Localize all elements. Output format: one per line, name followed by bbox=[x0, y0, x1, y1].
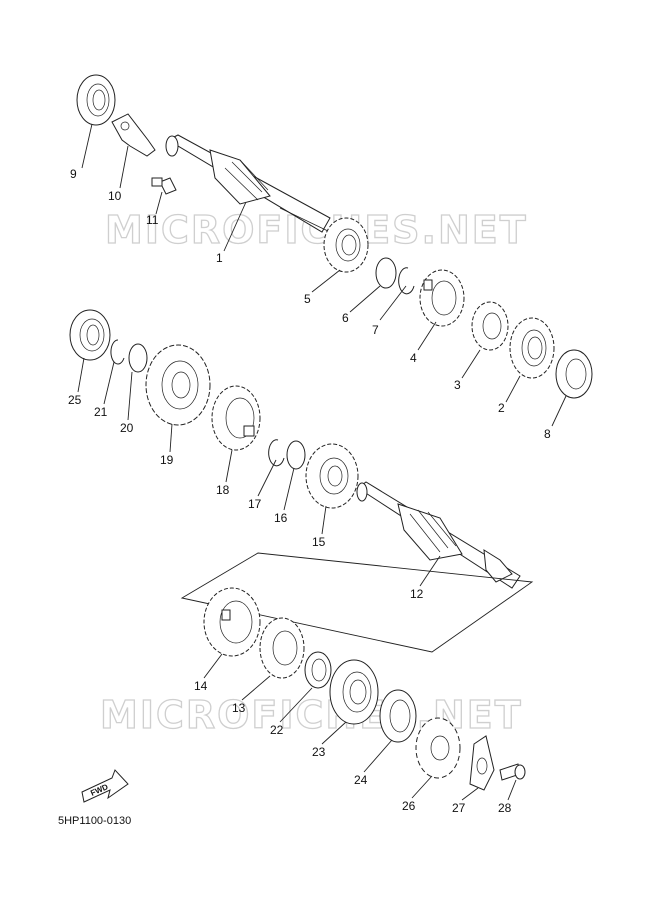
fwd-arrow-icon: FWD bbox=[81, 769, 129, 803]
label-6[interactable]: 6 bbox=[342, 311, 349, 325]
label-9[interactable]: 9 bbox=[70, 167, 77, 181]
part-27-lock-washer[interactable] bbox=[469, 735, 495, 791]
part-13-gear[interactable] bbox=[259, 617, 305, 679]
label-24[interactable]: 24 bbox=[354, 773, 368, 787]
part-3-gear[interactable] bbox=[471, 301, 509, 351]
diagram-code: 5HP1100-0130 bbox=[58, 815, 131, 827]
part-9-bearing[interactable] bbox=[76, 74, 116, 126]
label-14[interactable]: 14 bbox=[194, 679, 208, 693]
label-15[interactable]: 15 bbox=[312, 535, 326, 549]
label-8[interactable]: 8 bbox=[544, 427, 551, 441]
label-21[interactable]: 21 bbox=[94, 405, 108, 419]
part-10-plate[interactable] bbox=[111, 113, 156, 157]
fwd-label: FWD bbox=[89, 782, 110, 798]
part-8-bearing[interactable] bbox=[555, 349, 593, 399]
part-26-sprocket[interactable] bbox=[415, 717, 461, 779]
part-28-bolt[interactable] bbox=[499, 763, 526, 781]
part-14-gear[interactable] bbox=[203, 587, 261, 657]
label-10[interactable]: 10 bbox=[108, 189, 122, 203]
part-23-bearing[interactable] bbox=[329, 659, 379, 725]
label-1[interactable]: 1 bbox=[216, 251, 223, 265]
part-25-bearing[interactable] bbox=[69, 309, 111, 361]
label-4[interactable]: 4 bbox=[410, 351, 417, 365]
part-labels: 9 10 11 1 5 6 7 4 3 2 8 25 21 20 19 18 1… bbox=[68, 167, 551, 815]
part-1-main-axle[interactable] bbox=[165, 134, 331, 233]
label-11[interactable]: 11 bbox=[146, 213, 159, 227]
part-11-bolt[interactable] bbox=[151, 177, 177, 195]
label-3[interactable]: 3 bbox=[454, 378, 461, 392]
label-7[interactable]: 7 bbox=[372, 323, 379, 337]
label-26[interactable]: 26 bbox=[402, 799, 416, 813]
part-7-circlip[interactable] bbox=[398, 267, 415, 295]
leader-lines bbox=[77, 123, 567, 801]
part-2-gear[interactable] bbox=[509, 317, 555, 379]
part-16-washer[interactable] bbox=[286, 440, 306, 470]
part-19-gear[interactable] bbox=[145, 344, 211, 426]
label-28[interactable]: 28 bbox=[498, 801, 512, 815]
label-23[interactable]: 23 bbox=[312, 745, 326, 759]
part-4-gear[interactable] bbox=[419, 269, 465, 327]
label-13[interactable]: 13 bbox=[232, 701, 246, 715]
part-24-oil-seal[interactable] bbox=[379, 689, 417, 743]
label-2[interactable]: 2 bbox=[498, 401, 505, 415]
group-frame bbox=[180, 552, 534, 653]
part-18-gear[interactable] bbox=[211, 385, 261, 451]
part-21-circlip[interactable] bbox=[110, 339, 125, 365]
label-25[interactable]: 25 bbox=[68, 393, 82, 407]
label-12[interactable]: 12 bbox=[410, 587, 424, 601]
label-27[interactable]: 27 bbox=[452, 801, 466, 815]
part-20-washer[interactable] bbox=[128, 343, 148, 373]
label-19[interactable]: 19 bbox=[160, 453, 174, 467]
label-22[interactable]: 22 bbox=[270, 723, 284, 737]
part-15-gear[interactable] bbox=[305, 443, 359, 509]
part-22-washer[interactable] bbox=[304, 651, 332, 689]
label-5[interactable]: 5 bbox=[304, 292, 311, 306]
label-18[interactable]: 18 bbox=[216, 483, 230, 497]
label-20[interactable]: 20 bbox=[120, 421, 134, 435]
label-16[interactable]: 16 bbox=[274, 511, 288, 525]
part-5-gear[interactable] bbox=[323, 217, 369, 273]
part-12-drive-axle[interactable] bbox=[356, 481, 521, 589]
part-6-washer[interactable] bbox=[375, 257, 397, 289]
part-17-circlip[interactable] bbox=[268, 439, 285, 467]
watermark-bottom: MICROFICHES.NET bbox=[100, 693, 523, 737]
label-17[interactable]: 17 bbox=[248, 497, 262, 511]
